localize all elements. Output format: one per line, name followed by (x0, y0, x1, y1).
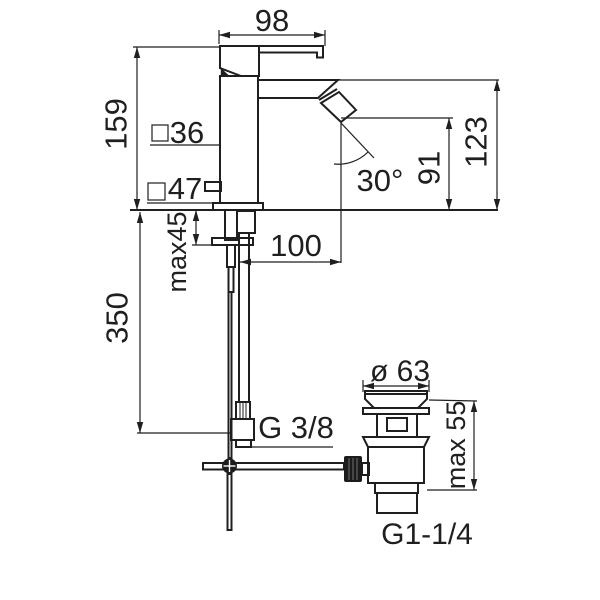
supply-hose (238, 232, 250, 403)
faucet-body (219, 75, 259, 204)
connector-lip (235, 439, 252, 448)
pop-up-rod-lower (226, 473, 233, 531)
base-plate (212, 202, 264, 211)
body-side-stub (204, 181, 222, 192)
dim-159-label: 159 (99, 98, 134, 150)
pop-up-rod-upper (227, 291, 233, 459)
square-symbol-36 (151, 124, 169, 142)
threaded-shank (224, 209, 238, 241)
dim-100-label: 100 (270, 228, 322, 263)
aerator-seam (318, 88, 338, 101)
hose-fitting (236, 210, 256, 234)
dimension-lines (133, 30, 501, 491)
waste-ring (374, 482, 419, 494)
dim-91-label: 91 (412, 151, 447, 185)
dim-350-label: 350 (100, 292, 135, 344)
max45-label: max45 (162, 211, 192, 292)
dia-63-label: ø 63 (370, 355, 430, 388)
dim-47-label: 47 (168, 171, 202, 206)
square-symbol-47 (147, 182, 166, 201)
faucet-mixer (130, 45, 498, 531)
angle-arc (333, 151, 369, 165)
g114-label: G1-1/4 (381, 518, 473, 551)
waste-collar (361, 436, 431, 448)
overflow-window (386, 417, 408, 432)
mounting-stud-upper (226, 244, 236, 268)
mounting-stud-lower (227, 266, 235, 293)
lever-handle (220, 45, 324, 59)
g38-label: G 3/8 (258, 410, 334, 445)
aerator-head (319, 90, 358, 124)
angle-30-label: 30° (357, 163, 404, 198)
lever-rear-block (219, 45, 260, 77)
dim-36-label: 36 (170, 115, 204, 150)
dimension-labels: 98 159 36 47 30° 91 123 100 max45 350 G … (99, 3, 494, 551)
waste-lower-body (367, 446, 425, 484)
angle-ray (340, 122, 375, 159)
dim-123-label: 123 (459, 116, 494, 168)
pop-up-waste (344, 390, 431, 514)
spout (257, 79, 341, 99)
waste-lever-stem (361, 462, 370, 476)
max55-label: max 55 (441, 401, 471, 490)
hose-connector-g38 (230, 401, 255, 448)
lever-tail-wedge (220, 68, 229, 76)
waste-tailpiece (376, 492, 418, 514)
dim-98-label: 98 (255, 3, 289, 38)
connector-nut (230, 418, 255, 441)
